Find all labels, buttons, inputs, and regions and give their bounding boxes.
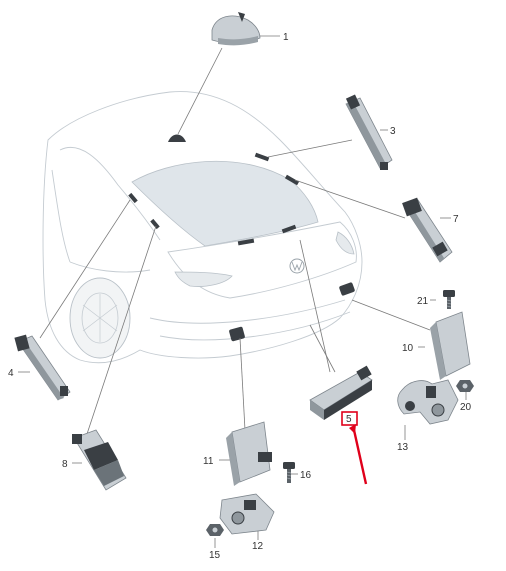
callout-10: 10 (402, 343, 414, 354)
callout-3: 3 (390, 126, 396, 137)
highlight-part-5 (341, 411, 368, 485)
callout-20: 20 (460, 402, 472, 413)
leader-lines (18, 35, 467, 548)
part-10-control-unit (430, 311, 471, 380)
rear-window (131, 160, 319, 247)
callout-5: 5 (346, 414, 352, 425)
part-8-sensor-bracket (72, 429, 127, 491)
arrow-head-icon (349, 424, 356, 434)
highlight-arrow (352, 429, 368, 485)
callout-11: 11 (203, 456, 214, 467)
callout-1: 1 (283, 32, 289, 43)
highlight-box (341, 411, 358, 426)
vw-badge-icon (289, 258, 305, 274)
part-5-sensor (309, 365, 373, 420)
callout-12: 12 (252, 541, 264, 552)
callout-7: 7 (453, 214, 459, 225)
part-12-bracket (219, 493, 275, 535)
part-7-sensor (402, 197, 453, 263)
tail-light-right (335, 231, 355, 255)
part-16-bolt-icon (283, 462, 295, 483)
part-21-bolt-icon (443, 290, 455, 309)
car-illustration (42, 91, 363, 364)
callout-21: 21 (417, 296, 429, 307)
part-3-sensor (345, 94, 393, 170)
part-13-bracket (397, 379, 459, 425)
callout-15: 15 (209, 550, 221, 561)
part-15-nut-icon (206, 524, 224, 536)
callout-labels: 1 3 4 5 7 8 10 11 12 13 15 16 20 21 (8, 32, 472, 561)
part-4-sensor (14, 334, 71, 401)
sensor-mount-marks (128, 152, 355, 342)
part-20-nut-icon (456, 380, 474, 392)
callout-8: 8 (62, 459, 68, 470)
callout-4: 4 (8, 368, 14, 379)
tail-light-left (174, 271, 233, 287)
part-1-roof-antenna (211, 12, 261, 46)
callout-16: 16 (300, 470, 312, 481)
part-11-control-unit (226, 421, 272, 486)
callout-13: 13 (397, 442, 409, 453)
roof-antenna-mark (168, 134, 186, 142)
